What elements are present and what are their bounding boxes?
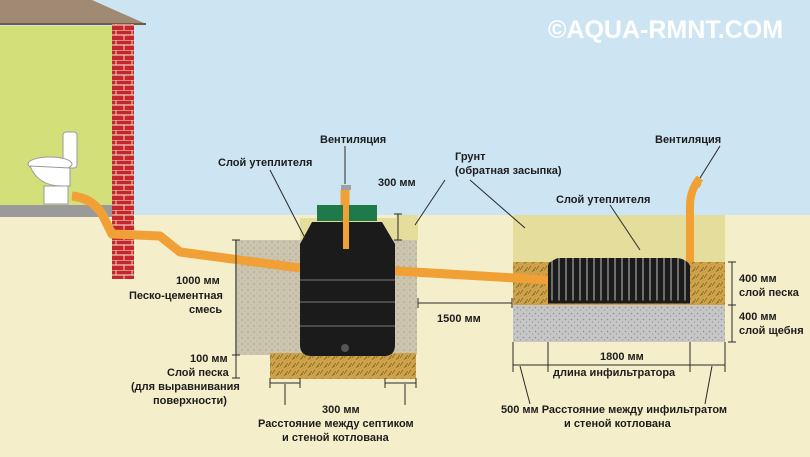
septic-distance-label: Расстояние между септиком <box>258 418 414 430</box>
sand-layer-label: слой песка <box>739 287 800 299</box>
house-foundation <box>0 205 112 217</box>
septic-top-insulation <box>396 215 418 240</box>
dim-300-top: 300 мм <box>378 177 416 189</box>
vent-left-label: Вентиляция <box>320 134 386 146</box>
dim-400-gravel: 400 мм <box>739 311 777 323</box>
sand-level-label-3: поверхности) <box>153 395 227 407</box>
dim-1500: 1500 мм <box>437 313 481 325</box>
ground-label: Грунт <box>455 151 486 163</box>
brick-wall <box>112 24 134 279</box>
septic-tank <box>300 185 395 356</box>
sand-cement-label-2: смесь <box>189 304 222 316</box>
house <box>0 0 146 279</box>
toilet-icon <box>27 131 78 205</box>
gravel-layer-label: слой щебня <box>739 325 804 337</box>
septic-vent-pipe <box>343 185 349 249</box>
dim-300-bottom: 300 мм <box>322 404 360 416</box>
infiltrator-distance-label-2: и стеной котлована <box>564 418 672 430</box>
house-roof <box>0 0 146 24</box>
septic-distance-label-2: и стеной котлована <box>282 432 390 444</box>
watermark: ©AQUA-RMNT.COM <box>548 16 783 44</box>
dimension-lines <box>232 145 736 405</box>
insulation-right-label: Слой утеплителя <box>556 194 650 206</box>
infiltrator <box>548 258 690 304</box>
sand-cement-label: Песко-цементная <box>129 290 223 302</box>
infiltrator-distance-label: 500 мм Расстояние между инфильтратом <box>501 404 727 416</box>
sand-level-label: Слой песка <box>167 367 230 379</box>
infiltrator-length-label: длина инфильтратора <box>553 367 676 379</box>
infiltrator-gravel-layer <box>513 305 725 342</box>
septic-sand-layer <box>270 353 416 379</box>
sand-level-label-2: (для выравнивания <box>131 381 240 393</box>
dim-1800: 1800 мм <box>600 351 644 363</box>
dim-1000: 1000 мм <box>176 275 220 287</box>
ground-sub-label: (обратная засыпка) <box>455 165 562 177</box>
vent-right-label: Вентиляция <box>655 134 721 146</box>
insulation-left-label: Слой утеплителя <box>218 157 312 169</box>
dim-100: 100 мм <box>190 353 228 365</box>
sky <box>0 0 810 215</box>
dim-400-sand: 400 мм <box>739 273 777 285</box>
